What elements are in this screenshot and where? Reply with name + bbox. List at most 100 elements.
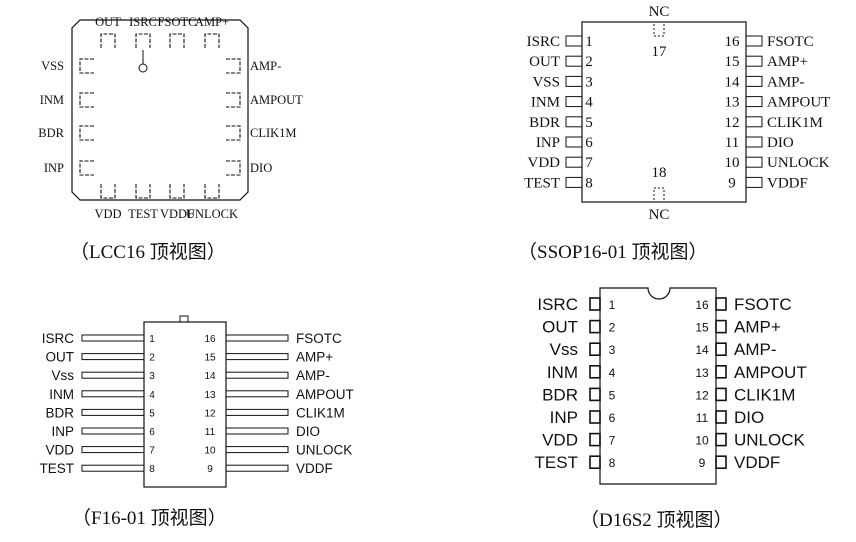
lcc16-right-pad [226,58,241,74]
lcc16-left-pin-label: VSS [41,59,64,73]
ssop16-left-pin-number: 3 [585,74,593,90]
ssop16-left-pin-name: INP [536,135,560,151]
d16-right-pin-lead [715,319,727,334]
d16-left-pin-name: BDR [542,385,578,404]
ssop16-right-pin-number: 16 [725,34,741,50]
ssop16-left-pin-lead [565,75,583,87]
ssop16-right-pin-lead [745,136,763,148]
f16-left-pin-lead [81,371,145,379]
lcc16-package-body [71,19,249,201]
ssop16-right-pin-lead [745,96,763,108]
f16-left-pin-number: 6 [149,427,155,438]
d16-right-pin-name: VDDF [734,453,780,472]
lcc16-top-pin-label: AMP+ [195,15,229,29]
f16-right-pin-lead [225,390,289,398]
lcc16-bottom-pin-label: UNLOCK [186,207,238,221]
f16-left-pin-lead [81,446,145,454]
ssop16-left-pin-lead [565,116,583,128]
d16-right-pin-lead [715,342,727,357]
f16-left-pin-number: 1 [149,334,155,345]
f16-right-pin-number: 9 [207,464,213,475]
ssop16-left-pin-number: 1 [585,34,593,50]
ssop16-nc-bottom-label: NC [649,207,670,223]
lcc16-top-pin-label: OUT [95,15,121,29]
ssop16-left-pin-number: 6 [585,135,593,151]
d16-right-pin-lead [715,364,727,379]
f16-right-pin-number: 10 [204,446,216,457]
f16-left-pin-name: ISRC [42,331,75,346]
ssop16-right-pin-number: 14 [725,74,741,90]
lcc16-top-pin-label: ISRC [129,15,157,29]
lcc16-top-pin-label: FSOTC [158,15,197,29]
d16-right-pin-number: 12 [695,388,709,402]
ssop16-caption: （SSOP16-01 顶视图） [518,241,708,263]
d16-left-pin-number: 6 [609,411,616,425]
ssop16-left-pin-lead [565,96,583,108]
d16-left-pin-lead [589,364,601,379]
f16-right-pin-lead [225,353,289,361]
ssop16-left-pin-name: VDD [528,155,561,171]
lcc16-right-pin-label: AMPOUT [250,93,303,107]
f16-right-pin-number: 11 [205,427,216,438]
d16-right-pin-number: 9 [699,456,706,470]
d16-left-pin-number: 8 [609,456,616,470]
lcc16-bottom-pad [204,184,220,199]
f16-right-pin-lead [225,427,289,435]
ssop16-right-pin-number: 10 [725,155,740,171]
ssop16-nc-bottom-number: 18 [652,165,667,181]
d16-right-pin-lead [715,410,727,424]
ssop16-right-pin-name: DIO [767,135,794,151]
f16-left-pin-lead [81,408,145,416]
ssop16-right-pin-lead [745,176,763,188]
lcc16-isrc-stem-end [138,63,148,73]
f16-left-pin-name: BDR [45,405,74,420]
ssop16-right-pin-number: 13 [725,95,740,111]
ssop16-right-pin-name: AMP+ [767,54,808,70]
d16-right-pin-number: 13 [695,366,709,380]
d16-right-pin-number: 11 [696,411,709,425]
d16-right-pin-name: AMP- [734,340,777,359]
d16-left-pin-number: 5 [609,388,616,402]
f16-left-pin-name: OUT [46,350,75,365]
d16-right-pin-name: DIO [734,408,764,427]
ssop16-right-pin-number: 9 [728,175,736,191]
lcc16-left-pin-label: BDR [38,126,64,140]
d16-right-pin-name: CLIK1M [734,385,795,404]
d16-right-pin-lead [715,455,727,470]
lcc16-bottom-pad [135,184,151,199]
d16-left-pin-lead [589,455,601,470]
ssop16-left-pin-lead [565,35,583,47]
d16-left-pin-lead [589,410,601,424]
d16-right-pin-name: FSOTC [734,295,792,314]
ssop16-left-pin-number: 5 [585,115,593,131]
lcc16-left-pin-label: INM [40,93,64,107]
f16-left-pin-lead [81,390,145,398]
lcc16-left-pad [79,92,94,108]
d16-right-pin-name: AMP+ [734,318,781,337]
lcc16-right-pad [226,125,241,141]
ssop16-left-pin-lead [565,136,583,148]
f16-right-pins: FSOTC16AMP+15AMP-14AMPOUT13CLIK1M12DIO11… [204,331,353,476]
f16-right-pin-lead [225,334,289,342]
ssop16-left-pin-number: 7 [585,155,593,171]
f16-right-pin-number: 14 [204,371,216,382]
ssop16-right-pins: FSOTC16AMP+15AMP-14AMPOUT13CLIK1M12DIO11… [725,34,831,191]
lcc16-caption: （LCC16 顶视图） [70,241,226,263]
f16-left-pin-name: VDD [45,443,74,458]
lcc16-bottom-pad [169,184,185,199]
f16-caption: （F16-01 顶视图） [72,507,227,529]
f16-package-body [143,321,227,488]
ssop16-right-pin-name: AMP- [767,74,805,90]
f16-left-pin-lead [81,353,145,361]
ssop16-left-pin-name: TEST [524,175,560,191]
lcc16-bottom-pad [100,184,116,199]
ssop16-nc-bottom-pin [653,187,665,203]
f16-right-pin-name: AMPOUT [296,387,354,402]
ssop16-right-pin-number: 12 [725,115,740,131]
